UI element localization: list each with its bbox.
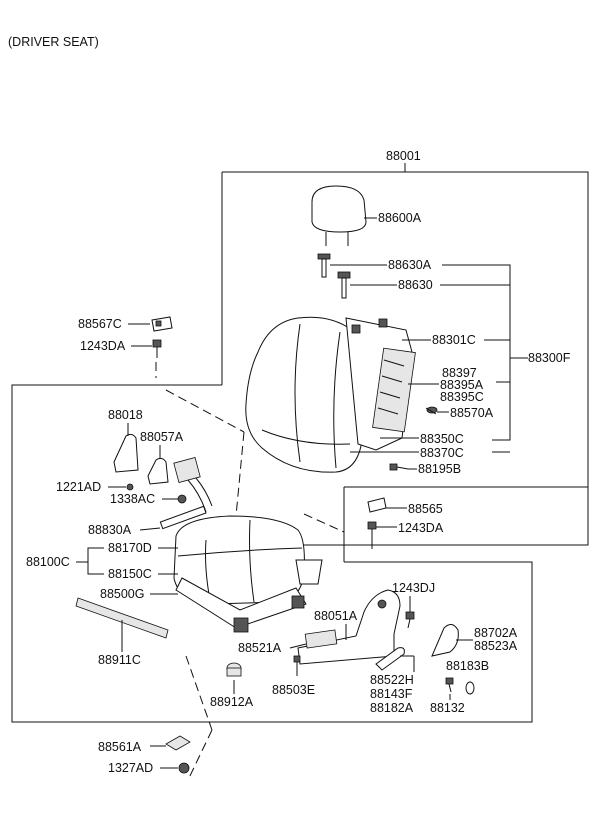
bracket-88100C (87, 547, 104, 575)
leader-88830A (139, 527, 161, 531)
headrest-part (311, 185, 367, 246)
label-88170D: 88170D (108, 541, 152, 555)
buckle-cover-part (113, 433, 139, 473)
label-88600A: 88600A (378, 211, 422, 225)
buckle-screw-part (126, 483, 134, 491)
label-88503E: 88503E (272, 683, 315, 697)
label-88500G: 88500G (100, 587, 144, 601)
lever-cap-part (465, 681, 475, 695)
label-88195B: 88195B (418, 462, 461, 476)
diagram-title: (DRIVER SEAT) (8, 35, 99, 49)
label-88051A: 88051A (314, 609, 358, 623)
label-88561A: 88561A (98, 740, 142, 754)
label-88300F: 88300F (528, 351, 571, 365)
label-88018: 88018 (108, 408, 143, 422)
headrest-guide-a-part (317, 253, 331, 278)
seat-back-cushion (245, 316, 367, 473)
shield-screw-part (293, 655, 301, 676)
label-88132: 88132 (430, 701, 465, 715)
label-88150C: 88150C (108, 567, 152, 581)
mount-clip-part (367, 497, 387, 513)
dash-mount-to-cushion (303, 513, 345, 533)
dash-rail-b (187, 729, 213, 781)
label-1243DA-top: 1243DA (80, 339, 126, 353)
dash-rail-a (185, 655, 213, 731)
label-1221AD: 1221AD (56, 480, 101, 494)
buckle-nut-part (177, 494, 187, 504)
label-88570A: 88570A (450, 406, 494, 420)
cushion-frame-part (175, 559, 323, 633)
cover-clip-part (151, 316, 173, 332)
label-88301C: 88301C (432, 333, 476, 347)
rail-cover-part (165, 735, 191, 751)
leader-88521A (289, 643, 307, 649)
label-1338AC: 1338AC (110, 492, 155, 506)
label-88830A: 88830A (88, 523, 132, 537)
cover-bolt-part (152, 339, 162, 358)
buckle-assy-part (159, 457, 213, 530)
label-88567C: 88567C (78, 317, 122, 331)
cushion-frame (11, 384, 533, 723)
label-88395A: 88395A (440, 378, 484, 392)
recliner-knob-part (431, 624, 459, 657)
buckle-cover-b-part (147, 457, 169, 485)
back-bolt-part (389, 463, 409, 471)
headrest-guide-part (337, 271, 351, 299)
bracket-88300F (442, 264, 511, 441)
label-88911C: 88911C (98, 653, 141, 667)
label-88395C: 88395C (440, 390, 484, 404)
label-88565: 88565 (408, 502, 443, 516)
label-88522H: 88522H (370, 673, 414, 687)
rail-nut-part (178, 762, 190, 774)
label-88143F: 88143F (370, 687, 413, 701)
dash-cover-to-cushion (165, 389, 245, 433)
label-88912A: 88912A (210, 695, 254, 709)
label-1327AD: 1327AD (108, 761, 153, 775)
label-1243DA-mount: 1243DA (398, 521, 444, 535)
label-88182A: 88182A (370, 701, 414, 715)
label-88001: 88001 (386, 149, 421, 163)
label-88630: 88630 (398, 278, 433, 292)
lever-part (375, 647, 405, 671)
lever-screw-part (445, 677, 454, 693)
back-clip-part (425, 406, 438, 415)
label-88397: 88397 (442, 366, 477, 380)
trim-strip-part (75, 597, 169, 639)
switch-part (304, 629, 338, 649)
label-88523A: 88523A (474, 639, 518, 653)
cap-part (226, 662, 242, 677)
label-88702A: 88702A (474, 626, 518, 640)
label-88350C: 88350C (420, 432, 464, 446)
mount-bolt-part (367, 521, 377, 540)
label-88370C: 88370C (420, 446, 464, 460)
shield-bolt-part (405, 611, 415, 629)
side-shield-part (297, 589, 401, 665)
label-88100C: 88100C (26, 555, 70, 569)
label-88521A: 88521A (238, 641, 282, 655)
label-1243DJ: 1243DJ (392, 581, 435, 595)
seat-back-frame (345, 317, 416, 451)
dash-cushion-link (235, 431, 245, 517)
label-88057A: 88057A (140, 430, 184, 444)
label-88630A: 88630A (388, 258, 432, 272)
label-88183B: 88183B (446, 659, 489, 673)
